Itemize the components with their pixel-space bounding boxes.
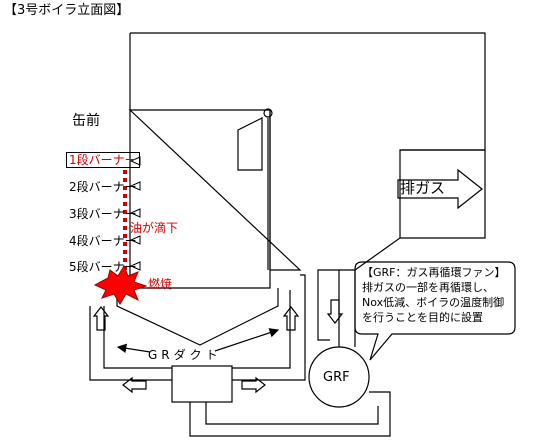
callout-title: 【GRF：ガス再循環ファン】 — [362, 266, 506, 279]
oil-drip-label: 油が滴下 — [130, 221, 179, 235]
internal-baffle — [237, 117, 263, 171]
exhaust-gas-label: 排ガス — [400, 179, 446, 197]
callout-line-3: を行うことを目的に設置 — [362, 311, 483, 324]
callout-line-1: 排ガスの一部を再循環し、 — [362, 281, 494, 294]
furnace-hopper — [116, 288, 279, 346]
exhaust-arrow — [397, 168, 483, 210]
burner-label-2: 2段バーナー — [69, 180, 137, 194]
grf-label: GRF — [323, 370, 350, 385]
boiler-front-label: 缶前 — [72, 113, 100, 129]
up-arrow-right — [282, 306, 300, 331]
burner-label-4: 4段バーナー — [69, 234, 137, 248]
callout-line-2: Nox低減、ボイラの温度制御 — [362, 296, 505, 309]
up-arrow-left — [92, 306, 110, 331]
combustion-label: 燃焼 — [148, 277, 173, 291]
burner-nozzle-1 — [129, 156, 141, 166]
burner-nozzle-3 — [129, 208, 141, 218]
gr-pointer-right — [214, 328, 280, 352]
burner-label-1: 1段バーナー — [66, 152, 140, 168]
gr-duct-outer — [89, 274, 306, 381]
gr-duct-box — [171, 365, 233, 403]
exhaust-duct — [400, 149, 486, 239]
flame-icon — [93, 264, 148, 305]
gr-duct-label: GRダクト — [148, 348, 222, 362]
fan-to-box-duct — [189, 391, 391, 437]
gr-pointer-left — [116, 343, 151, 354]
grf-connection — [338, 270, 356, 347]
hanger-ring — [263, 108, 273, 118]
left-arrow-duct — [122, 376, 147, 394]
burner-label-3: 3段バーナー — [69, 207, 137, 221]
diagram-title: 【3号ボイラ立面図】 — [4, 3, 130, 18]
right-arrow-duct — [241, 376, 266, 394]
down-arrow-fan — [326, 299, 344, 324]
furnace-wall — [129, 110, 271, 289]
gr-duct-inner — [103, 290, 291, 369]
burner-nozzle-4 — [129, 235, 141, 245]
burner-label-5: 5段バーナー — [69, 260, 137, 274]
callout-bubble — [354, 261, 516, 361]
burner-nozzle-5 — [129, 261, 141, 271]
grf-callout: 【GRF：ガス再循環ファン】 排ガスの一部を再循環し、 Nox低減、ボイラの温度… — [362, 265, 506, 325]
burner-nozzle-2 — [129, 181, 141, 191]
